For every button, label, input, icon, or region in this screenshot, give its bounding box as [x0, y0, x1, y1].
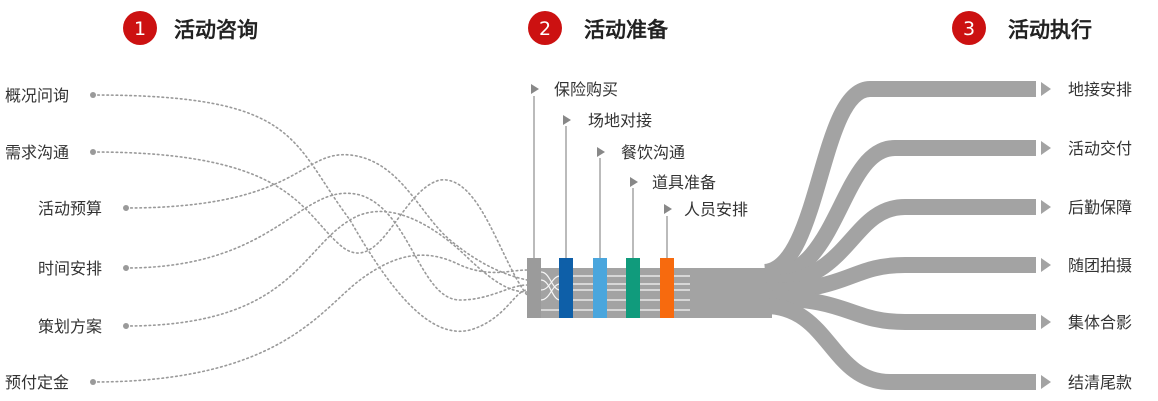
step-number-1: 1 [134, 18, 146, 40]
execute-item-label: 后勤保障 [1068, 198, 1132, 217]
branch-band-3 [764, 199, 1036, 292]
prepare-item-label: 道具准备 [652, 173, 716, 192]
prepare-bars [527, 258, 674, 318]
step-header-prepare: 2 活动准备 [528, 11, 669, 45]
consult-item-label: 活动预算 [38, 199, 102, 218]
branch-band-4 [764, 257, 1036, 299]
consult-item-label: 策划方案 [38, 317, 102, 336]
execute-branches [763, 81, 1036, 390]
prepare-item-label: 餐饮沟通 [621, 143, 685, 162]
consult-item-label: 时间安排 [38, 259, 102, 278]
step-header-consult: 1 活动咨询 [123, 11, 258, 45]
step-title-consult: 活动咨询 [174, 18, 258, 42]
connector-line-3 [125, 153, 528, 281]
triangle-arrow-icon [1041, 82, 1051, 96]
triangle-arrow-icon [1041, 141, 1051, 155]
triangle-arrow-icon [1041, 258, 1051, 272]
execute-item-label: 集体合影 [1068, 313, 1132, 332]
connector-line-5 [125, 210, 528, 327]
dot-icon [123, 323, 129, 329]
step-badge-2 [528, 11, 562, 45]
connector-line-2 [92, 151, 528, 296]
triangle-arrow-icon [531, 84, 539, 94]
step-title-execute: 活动执行 [1008, 18, 1092, 42]
triangle-arrow-icon [1041, 375, 1051, 389]
prepare-items: 保险购买 场地对接 餐饮沟通 道具准备 人员安排 [531, 80, 748, 219]
branch-band-5 [764, 290, 1036, 330]
prepare-bar-orange [660, 258, 674, 318]
dot-icon [90, 149, 96, 155]
execute-item-label: 随团拍摄 [1068, 256, 1132, 275]
prepare-item-label: 人员安排 [684, 200, 748, 219]
triangle-arrow-icon [664, 204, 672, 214]
prepare-bar-lightblue [593, 258, 607, 318]
consult-item-label: 概况问询 [5, 86, 69, 105]
prepare-item-label: 保险购买 [554, 80, 618, 99]
dot-icon [123, 205, 129, 211]
triangle-arrow-icon [597, 147, 605, 157]
dot-icon [90, 92, 96, 98]
dot-icon [90, 379, 96, 385]
triangle-arrow-icon [630, 177, 638, 187]
execute-item-label: 地接安排 [1068, 80, 1132, 99]
connector-line-6 [92, 254, 528, 383]
execute-item-label: 活动交付 [1068, 139, 1132, 158]
prepare-leaders [533, 96, 668, 258]
prepare-item-label: 场地对接 [588, 111, 652, 130]
execute-item-label: 结清尾款 [1068, 373, 1132, 392]
step-number-2: 2 [539, 18, 551, 40]
consult-connectors [92, 94, 528, 383]
branch-band-1 [763, 81, 1036, 280]
prepare-bar-gray [527, 258, 541, 318]
execute-items: 地接安排 活动交付 后勤保障 随团拍摄 集体合影 结清尾款 [1041, 80, 1132, 392]
dot-icon [123, 265, 129, 271]
branch-band-2 [764, 140, 1036, 286]
prepare-bar-blue [559, 258, 573, 318]
step-badge-1 [123, 11, 157, 45]
step-badge-3 [952, 11, 986, 45]
branch-band-6 [764, 298, 1036, 390]
triangle-arrow-icon [1041, 315, 1051, 329]
consult-item-label: 需求沟通 [5, 143, 69, 162]
triangle-arrow-icon [1041, 200, 1051, 214]
triangle-arrow-icon [563, 115, 571, 125]
step-number-3: 3 [963, 18, 975, 40]
connector-line-4 [125, 192, 528, 301]
prepare-bar-green [626, 258, 640, 318]
consult-item-label: 预付定金 [5, 373, 69, 392]
consult-items: 概况问询 需求沟通 活动预算 时间安排 策划方案 预付定金 [5, 86, 129, 392]
step-header-execute: 3 活动执行 [952, 11, 1092, 45]
step-title-prepare: 活动准备 [584, 18, 669, 42]
connector-line-1 [92, 94, 528, 333]
